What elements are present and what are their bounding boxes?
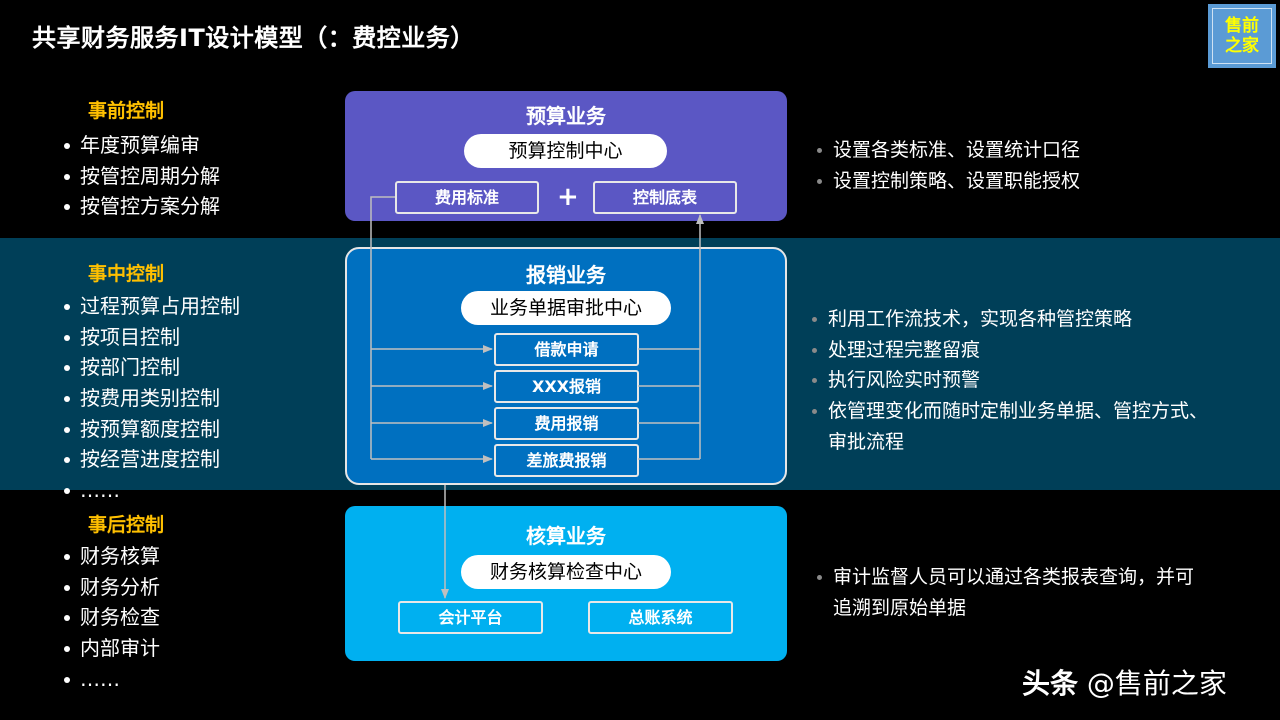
- mid-control-heading: 事中控制: [88, 263, 165, 285]
- accounting-panel: 核算业务 财务核算检查中心 会计平台 总账系统: [345, 506, 787, 661]
- post-control-list: 财务核算 财务分析 财务检查 内部审计 ……: [62, 541, 160, 694]
- accounting-platform-box: 会计平台: [398, 601, 543, 634]
- list-item: 财务检查: [62, 602, 160, 633]
- expense-item-box: 费用报销: [494, 407, 639, 440]
- pre-control-list: 年度预算编审 按管控周期分解 按管控方案分解: [62, 130, 220, 222]
- expense-standard-box: 费用标准: [395, 181, 539, 214]
- watermark-handle: @售前之家: [1086, 667, 1227, 700]
- accounting-panel-title: 核算业务: [526, 524, 606, 548]
- list-item: 按预算额度控制: [62, 414, 240, 445]
- budget-notes: 设置各类标准、设置统计口径 设置控制策略、设置职能授权: [815, 135, 1080, 196]
- page-title: 共享财务服务IT设计模型（：费控业务）: [32, 24, 475, 52]
- list-item: 过程预算占用控制: [62, 291, 240, 322]
- logo-line-2: 之家: [1225, 36, 1259, 56]
- logo: 售前 之家: [1208, 4, 1276, 68]
- list-item: 按经营进度控制: [62, 444, 240, 475]
- list-item: 执行风险实时预警: [810, 365, 1220, 396]
- general-ledger-box: 总账系统: [588, 601, 733, 634]
- list-item: 设置控制策略、设置职能授权: [815, 166, 1080, 197]
- budget-control-center: 预算控制中心: [464, 134, 667, 168]
- watermark-brand: 头条: [1022, 667, 1079, 700]
- list-item: 按部门控制: [62, 352, 240, 383]
- list-item: 设置各类标准、设置统计口径: [815, 135, 1080, 166]
- list-item: 按管控周期分解: [62, 161, 220, 192]
- list-item: 依管理变化而随时定制业务单据、管控方式、审批流程: [810, 396, 1220, 457]
- watermark: 头条 @售前之家: [1022, 662, 1227, 702]
- list-item: 按项目控制: [62, 322, 240, 353]
- budget-panel-title: 预算业务: [526, 104, 606, 128]
- budget-panel: 预算业务 预算控制中心 费用标准 + 控制底表: [345, 91, 787, 221]
- plus-icon: +: [557, 182, 579, 212]
- list-item: ……: [62, 475, 240, 506]
- mid-control-list: 过程预算占用控制 按项目控制 按部门控制 按费用类别控制 按预算额度控制 按经营…: [62, 291, 240, 506]
- expense-panel-title: 报销业务: [526, 263, 606, 287]
- expense-panel: 报销业务 业务单据审批中心 借款申请 XXX报销 费用报销 差旅费报销: [345, 247, 787, 485]
- list-item: 处理过程完整留痕: [810, 335, 1220, 366]
- post-control-heading: 事后控制: [88, 514, 165, 536]
- expense-item-box: XXX报销: [494, 370, 639, 403]
- list-item: ……: [62, 664, 160, 695]
- list-item: 按管控方案分解: [62, 191, 220, 222]
- accounting-notes: 审计监督人员可以通过各类报表查询，并可追溯到原始单据: [815, 562, 1195, 623]
- list-item: 审计监督人员可以通过各类报表查询，并可追溯到原始单据: [815, 562, 1195, 623]
- list-item: 年度预算编审: [62, 130, 220, 161]
- control-base-table-box: 控制底表: [593, 181, 737, 214]
- list-item: 利用工作流技术，实现各种管控策略: [810, 304, 1220, 335]
- pre-control-heading: 事前控制: [88, 100, 165, 122]
- expense-item-box: 差旅费报销: [494, 444, 639, 477]
- approval-center: 业务单据审批中心: [461, 291, 671, 325]
- expense-notes: 利用工作流技术，实现各种管控策略 处理过程完整留痕 执行风险实时预警 依管理变化…: [810, 304, 1220, 458]
- list-item: 内部审计: [62, 633, 160, 664]
- accounting-check-center: 财务核算检查中心: [461, 555, 671, 589]
- logo-line-1: 售前: [1225, 16, 1259, 36]
- list-item: 财务分析: [62, 572, 160, 603]
- list-item: 按费用类别控制: [62, 383, 240, 414]
- list-item: 财务核算: [62, 541, 160, 572]
- expense-item-box: 借款申请: [494, 333, 639, 366]
